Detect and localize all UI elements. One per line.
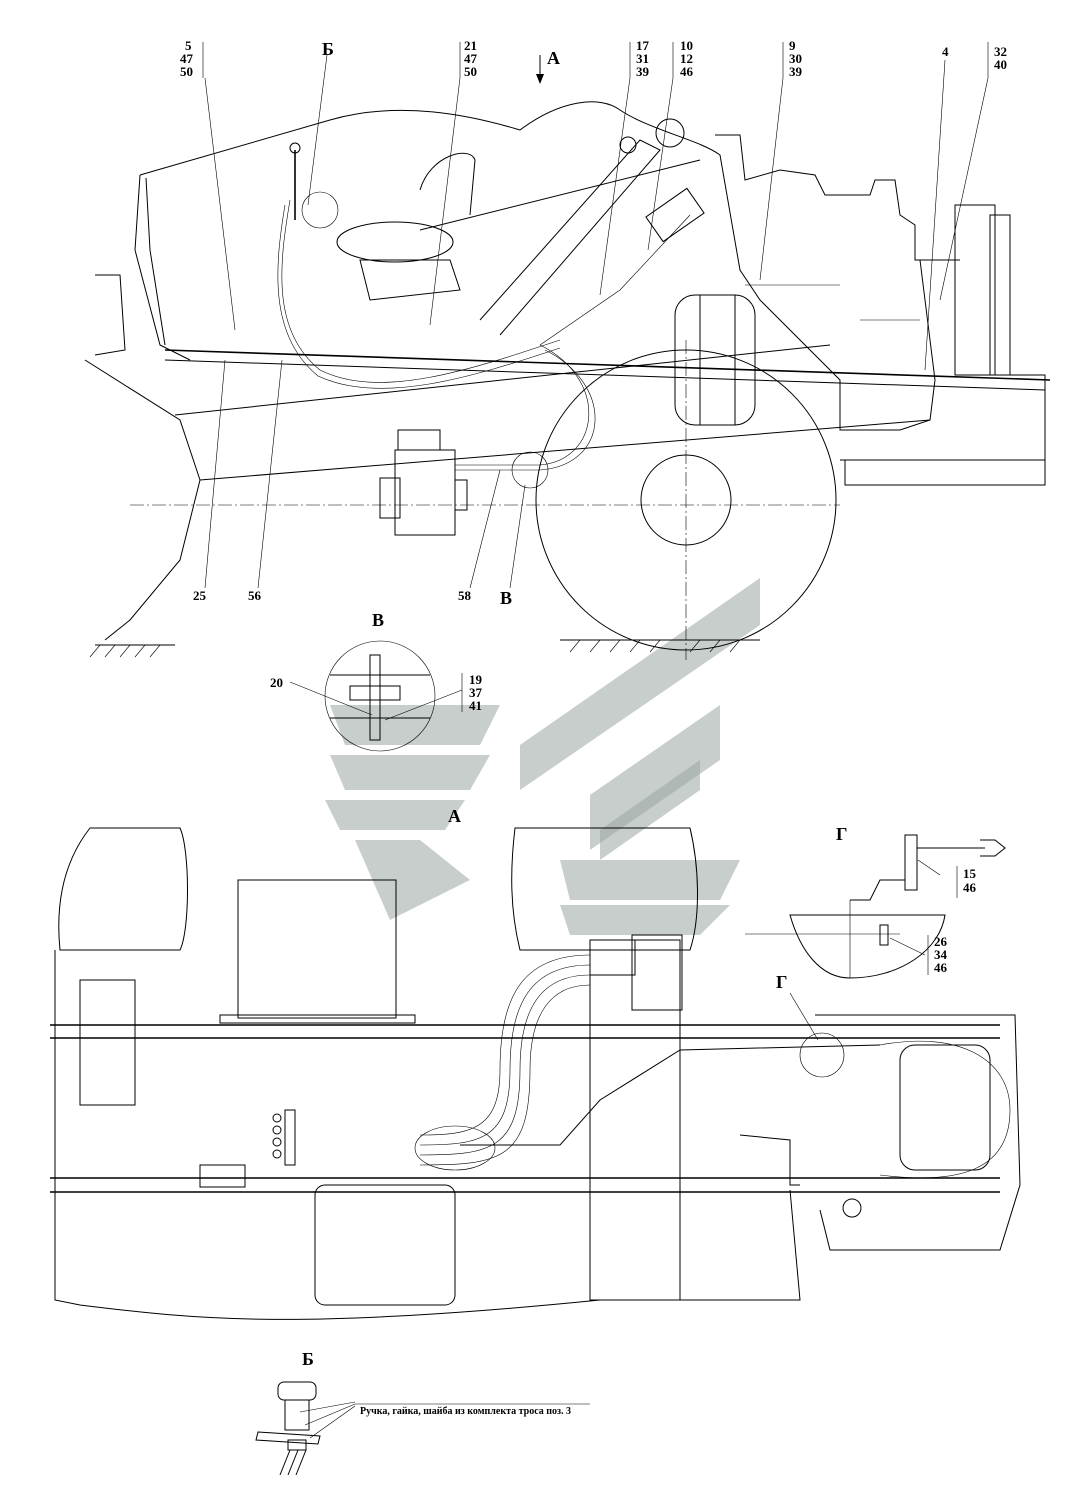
svg-text:12: 12: [680, 51, 693, 66]
callout-group-4: 10 12 46: [680, 38, 694, 79]
callout-group-1: 5 47 50: [180, 38, 194, 79]
svg-text:30: 30: [789, 51, 802, 66]
callout-group-g2: 26 34 46: [934, 934, 948, 975]
svg-text:17: 17: [636, 38, 650, 53]
svg-text:46: 46: [934, 960, 948, 975]
svg-text:34: 34: [934, 947, 948, 962]
callout-group-g1: 15 46: [963, 866, 977, 895]
callout-20: 20: [270, 675, 283, 690]
callout-4: 4: [942, 44, 949, 59]
svg-text:46: 46: [680, 64, 694, 79]
detail-g-marker: Г: [776, 972, 787, 992]
detail-v-title: В: [372, 610, 384, 630]
view-a-marker: А: [547, 48, 560, 68]
callout-5: 5: [185, 38, 192, 53]
callout-group-2: 21 47 50: [464, 38, 478, 79]
detail-b: [255, 1381, 590, 1476]
svg-text:46: 46: [963, 880, 977, 895]
svg-text:50: 50: [464, 64, 477, 79]
detail-b-note: Ручка, гайка, шайба из комплекта троса п…: [360, 1406, 571, 1417]
svg-text:39: 39: [636, 64, 650, 79]
detail-v-marker: В: [500, 588, 512, 608]
detail-v: [289, 640, 463, 752]
callout-group-5: 9 30 39: [789, 38, 803, 79]
svg-text:21: 21: [464, 38, 477, 53]
svg-text:31: 31: [636, 51, 649, 66]
callout-group-v: 19 37 41: [469, 672, 483, 713]
leader-lines: [202, 42, 989, 589]
callout-25: 25: [193, 588, 207, 603]
detail-g: [745, 834, 1006, 979]
plan-view: [50, 827, 1021, 1320]
svg-text:10: 10: [680, 38, 693, 53]
svg-text:32: 32: [994, 44, 1007, 59]
svg-text:41: 41: [469, 698, 482, 713]
svg-text:26: 26: [934, 934, 948, 949]
side-view: [84, 55, 1051, 660]
svg-text:19: 19: [469, 672, 483, 687]
detail-b-marker: Б: [322, 39, 334, 59]
svg-text:37: 37: [469, 685, 483, 700]
callout-58: 58: [458, 588, 472, 603]
svg-text:40: 40: [994, 57, 1007, 72]
svg-text:47: 47: [464, 51, 478, 66]
callout-group-3: 17 31 39: [636, 38, 650, 79]
callout-group-7: 32 40: [994, 44, 1007, 72]
view-a-title: А: [448, 806, 461, 826]
callout-50: 50: [180, 64, 193, 79]
detail-g-leader: [789, 992, 819, 1041]
svg-text:9: 9: [789, 38, 796, 53]
svg-text:15: 15: [963, 866, 977, 881]
detail-b-title: Б: [302, 1349, 314, 1369]
callout-56: 56: [248, 588, 262, 603]
watermark-logo: [325, 578, 760, 935]
svg-text:39: 39: [789, 64, 803, 79]
callout-47: 47: [180, 51, 194, 66]
detail-g-title: Г: [836, 824, 847, 844]
